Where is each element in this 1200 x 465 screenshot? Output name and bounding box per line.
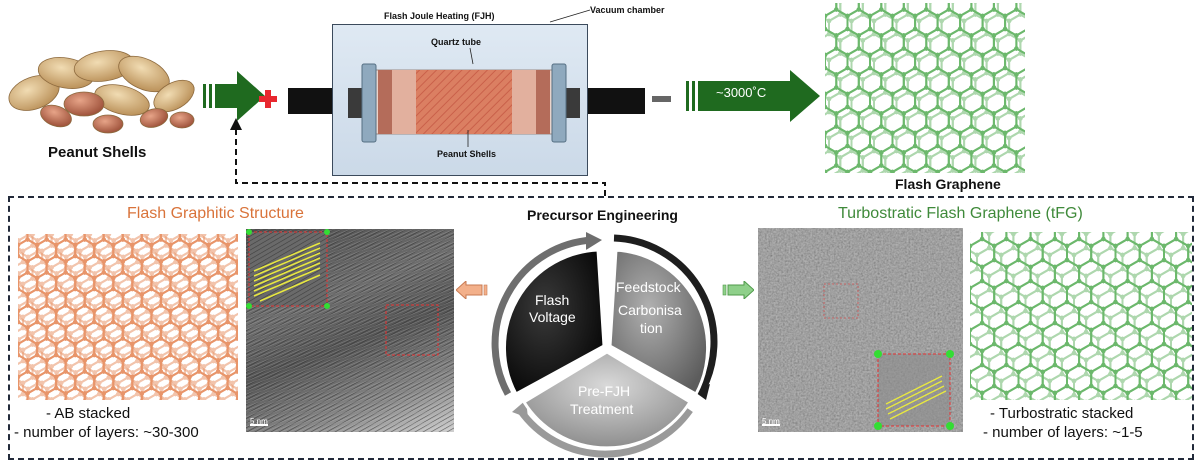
flash-graphene-label: Flash Graphene	[895, 176, 1001, 192]
segment-prefjh-line2[interactable]: Treatment	[570, 401, 634, 417]
left-result-arrow	[456, 281, 488, 299]
peanut-shells-label: Peanut Shells	[48, 144, 147, 161]
right-result-arrow	[722, 281, 754, 299]
segment-feedstock-line2[interactable]: Carbonisa	[618, 302, 682, 318]
turbostratic-graphene-title: Turbostratic Flash Graphene (tFG)	[838, 205, 1083, 222]
temperature-arrow	[686, 70, 820, 122]
feedback-arrow	[0, 0, 620, 200]
quartz-tube-assembly	[348, 56, 580, 148]
precursor-wheel	[486, 222, 728, 462]
turbostratic-tem-image	[758, 228, 963, 432]
segment-feedstock-line3[interactable]: tion	[640, 320, 663, 336]
fjh-label: Flash Joule Heating (FJH)	[384, 11, 495, 21]
precursor-engineering-panel	[8, 196, 1194, 460]
turbostratic-lattice	[970, 232, 1192, 400]
segment-flash-voltage-line2[interactable]: Voltage	[529, 309, 576, 325]
left-scale-bar-label: 5 nm	[250, 417, 268, 426]
tube-content-label: Peanut Shells	[437, 149, 497, 159]
positive-terminal-icon	[258, 89, 278, 109]
flash-graphene-lattice	[825, 3, 1025, 173]
turbostratic-stacked-text: - Turbostratic stacked	[990, 405, 1134, 422]
right-scale-bar-label: 5 nm	[762, 417, 780, 426]
precursor-engineering-title: Precursor Engineering	[527, 207, 678, 223]
segment-feedstock-line1[interactable]: Feedstock	[616, 279, 681, 295]
temperature-label: ~3000˚C	[716, 85, 767, 100]
flash-graphitic-title: Flash Graphitic Structure	[127, 205, 304, 222]
vacuum-chamber-label: Vacuum chamber	[590, 5, 665, 15]
peanut-shells-image	[4, 38, 200, 138]
segment-flash-voltage-line1[interactable]: Flash	[535, 292, 570, 308]
annotation-lines	[0, 0, 700, 200]
graphitic-lattice	[18, 234, 238, 400]
graphitic-layers-text: - number of layers: ~30-300	[14, 424, 199, 441]
segment-prefjh-line1[interactable]: Pre-FJH	[578, 383, 631, 399]
quartz-tube-label: Quartz tube	[431, 37, 482, 47]
negative-terminal-icon	[652, 96, 671, 102]
input-arrow	[203, 71, 265, 121]
ab-stacked-text: - AB stacked	[46, 405, 131, 422]
turbostratic-layers-text: - number of layers: ~1-5	[983, 424, 1143, 441]
graphitic-tem-image	[246, 229, 454, 432]
